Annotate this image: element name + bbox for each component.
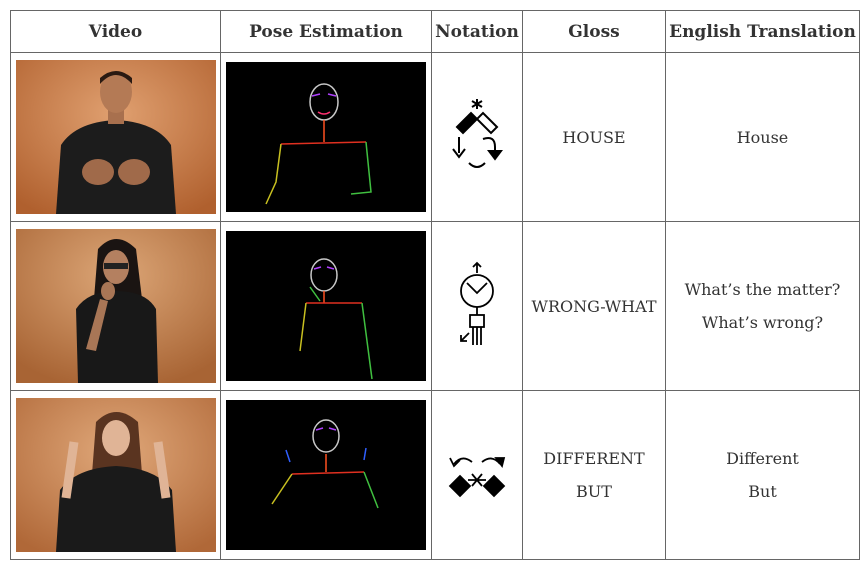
sign-language-table: Video Pose Estimation Notation Gloss Eng… (10, 10, 860, 560)
video-frame-signer-1 (15, 60, 216, 214)
gloss-text: WRONG-WHAT (531, 296, 657, 316)
house-sign-notation-icon (452, 99, 503, 168)
header-video: Video (10, 10, 221, 53)
header-english-translation: English Translation (665, 10, 860, 53)
video-cell (10, 390, 221, 560)
translation-cell: What’s the matter? What’s wrong? (665, 221, 860, 391)
translation-text: What’s wrong? (701, 313, 824, 332)
header-pose-estimation: Pose Estimation (220, 10, 432, 53)
translation-text: What’s the matter? (684, 280, 841, 299)
video-frame-signer-2 (15, 229, 216, 383)
header-row: Video Pose Estimation Notation Gloss Eng… (10, 10, 860, 53)
gloss-cell: WRONG-WHAT (522, 221, 666, 391)
translation-text: But (748, 482, 777, 501)
translation-cell: House (665, 52, 860, 222)
pose-estimation-cell (220, 221, 432, 391)
gloss-text: BUT (576, 482, 612, 501)
header-notation: Notation (431, 10, 523, 53)
gloss-cell: DIFFERENT BUT (522, 390, 666, 560)
video-cell (10, 221, 221, 391)
pose-estimation-cell (220, 52, 432, 222)
table-row: HOUSE House (10, 52, 860, 222)
notation-cell (431, 390, 523, 560)
table-row: DIFFERENT BUT Different But (10, 390, 860, 560)
table-row: WRONG-WHAT What’s the matter? What’s wro… (10, 221, 860, 391)
pose-estimation-cell (220, 390, 432, 560)
gloss-text: DIFFERENT (543, 449, 645, 468)
header-gloss: Gloss (522, 10, 666, 53)
video-cell (10, 52, 221, 222)
different-but-sign-notation-icon (448, 457, 506, 498)
pose-skeleton-1 (226, 62, 426, 212)
translation-cell: Different But (665, 390, 860, 560)
translation-text: House (736, 127, 789, 147)
gloss-cell: HOUSE (522, 52, 666, 222)
video-frame-signer-3 (15, 398, 216, 552)
translation-text: Different (726, 449, 799, 468)
pose-skeleton-3 (226, 400, 426, 550)
gloss-text: HOUSE (562, 127, 626, 147)
notation-cell (431, 52, 523, 222)
pose-skeleton-2 (226, 231, 426, 381)
wrong-what-sign-notation-icon (460, 261, 494, 345)
notation-cell (431, 221, 523, 391)
